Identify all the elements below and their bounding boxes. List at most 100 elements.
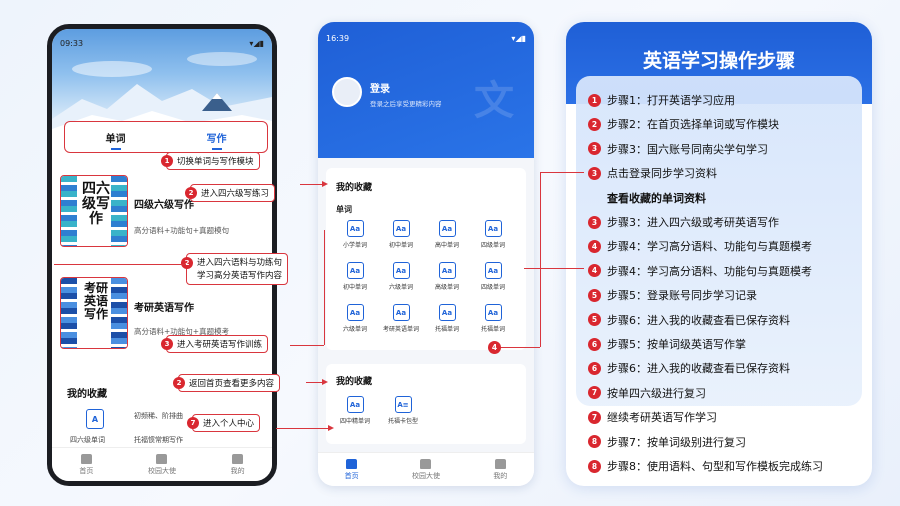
step-badge: 7 bbox=[588, 386, 601, 400]
word-level-label: 小学单词 bbox=[342, 242, 367, 249]
callout-5: 2 返回首页查看更多内容 bbox=[173, 374, 281, 392]
home-icon bbox=[346, 458, 358, 469]
step-badge: 4 bbox=[588, 239, 601, 253]
step-item: 查看收藏的单词资料 bbox=[588, 188, 706, 208]
step-text: 步骤7：按单词级别进行复习 bbox=[607, 435, 746, 449]
callout-6: 7 进入个人中心 bbox=[187, 414, 261, 432]
cet-writing-title[interactable]: 四级六级写作 bbox=[134, 200, 194, 211]
word-level-item[interactable]: Aa 初中单词 bbox=[378, 220, 424, 249]
step-text: 继续考研英语写作学习 bbox=[607, 411, 717, 425]
login-title[interactable]: 登录 bbox=[370, 84, 390, 95]
step-text: 步骤3：国六账号同南尖学句学习 bbox=[607, 142, 768, 156]
cover-pattern-right bbox=[111, 278, 127, 348]
cover-text: 考研英语写作 bbox=[83, 281, 108, 321]
step-text: 步骤2：在首页选择单词或写作模块 bbox=[607, 118, 779, 132]
callout-text: 切换单词与写作模块 bbox=[177, 157, 254, 167]
cet-writing-subtitle: 高分语料+功能句+真题模句 bbox=[134, 226, 230, 235]
fav-item-label: 四中精单词 bbox=[339, 418, 370, 425]
avatar[interactable] bbox=[332, 77, 362, 107]
step-text: 步骤4：学习高分语料、功能句与真题模考 bbox=[607, 240, 812, 254]
status-bar: 16:39 ▾◢▮ bbox=[326, 34, 526, 43]
nav-me-label: 我的 bbox=[493, 471, 508, 480]
favorites-title: 我的收藏 bbox=[67, 389, 107, 400]
words-subtitle: 单词 bbox=[336, 205, 352, 214]
favorite-text-2: 托福惯常期写作 bbox=[134, 436, 183, 444]
callout-text: 返回首页查看更多内容 bbox=[189, 379, 275, 389]
nav-ambassador[interactable]: 校园大使 bbox=[148, 453, 176, 476]
step-badge: 8 bbox=[588, 435, 601, 449]
word-level-label: 六级单词 bbox=[388, 284, 413, 291]
panel-title: 英语学习操作步骤 bbox=[642, 50, 795, 72]
callout-badge: 3 bbox=[161, 338, 173, 350]
step-text: 步骤4：学习高分语料、功能句与真题模考 bbox=[607, 264, 812, 278]
cover-text: 四六级写作 bbox=[82, 181, 110, 227]
cet-writing-cover[interactable]: 四六级写作 bbox=[60, 175, 128, 247]
word-level-label: 初中单词 bbox=[388, 242, 413, 249]
word-book-icon: Aa bbox=[392, 220, 410, 237]
favorites-title-2: 我的收藏 bbox=[336, 377, 373, 387]
fav-item-cards[interactable]: A≡ 托福卡包型 bbox=[380, 396, 426, 425]
word-level-item[interactable]: Aa 初中单词 bbox=[332, 262, 378, 291]
callout-badge: 2 bbox=[181, 257, 193, 269]
callout-badge: 1 bbox=[161, 155, 173, 167]
step-badge: 5 bbox=[588, 288, 601, 302]
word-level-label: 初中单词 bbox=[342, 284, 367, 291]
connector-vline bbox=[324, 230, 325, 345]
nav-home[interactable]: 首页 bbox=[79, 453, 93, 476]
tab-writing[interactable]: 写作 bbox=[207, 130, 227, 150]
word-book-icon: Aa bbox=[484, 304, 502, 321]
step-badge: 6 bbox=[588, 337, 601, 351]
connector-line bbox=[54, 264, 186, 265]
cover-pattern bbox=[61, 278, 77, 348]
cover-pattern bbox=[61, 176, 77, 246]
nav-home[interactable]: 首页 bbox=[345, 458, 359, 481]
nav-ambassador[interactable]: 校园大使 bbox=[412, 458, 440, 481]
word-level-label: 高级单词 bbox=[434, 284, 459, 291]
callout-2: 2 进入四六级写练习 bbox=[185, 184, 276, 202]
kaoyan-writing-title[interactable]: 考研英语写作 bbox=[134, 303, 194, 314]
home-icon bbox=[80, 453, 92, 464]
person-icon bbox=[232, 453, 244, 464]
nav-me[interactable]: 我的 bbox=[493, 458, 508, 481]
step-text: 按单四六级进行复习 bbox=[607, 386, 706, 400]
step-text: 步骤6：进入我的收藏查看已保存资料 bbox=[607, 362, 790, 376]
status-time: 16:39 bbox=[326, 34, 350, 43]
favorites-card-2: 我的收藏 Aa 四中精单词 A≡ 托福卡包型 bbox=[326, 364, 526, 444]
step-text: 查看收藏的单词资料 bbox=[607, 191, 706, 205]
kaoyan-writing-subtitle: 高分语料+功能句+真题模考 bbox=[134, 327, 230, 336]
fav-item-words[interactable]: Aa 四中精单词 bbox=[332, 396, 378, 425]
kaoyan-writing-cover[interactable]: 考研英语写作 bbox=[60, 277, 128, 349]
login-subtitle: 登录之后享受更精彩内容 bbox=[370, 100, 442, 108]
tab-words[interactable]: 单词 bbox=[106, 130, 126, 150]
connector-line bbox=[540, 172, 584, 173]
fav-item-label: 托福卡包型 bbox=[387, 418, 418, 425]
step-item: 7 按单四六级进行复习 bbox=[588, 383, 706, 403]
word-book-icon: Aa bbox=[346, 396, 364, 413]
favorite-item-label: 四六级单词 bbox=[70, 436, 105, 444]
nav-me[interactable]: 我的 bbox=[231, 453, 245, 476]
callout-line-2: 学习高分英语写作内容 bbox=[197, 271, 283, 281]
word-book-icon[interactable]: A bbox=[86, 409, 104, 429]
step-text: 步骤8：使用语料、句型和写作模板完成练习 bbox=[607, 460, 823, 473]
bottom-nav: 首页 校园大使 我的 bbox=[52, 447, 272, 481]
word-book-icon: Aa bbox=[346, 262, 364, 279]
person-icon bbox=[494, 458, 506, 469]
callout-1: 1 切换单词与写作模块 bbox=[161, 152, 260, 170]
